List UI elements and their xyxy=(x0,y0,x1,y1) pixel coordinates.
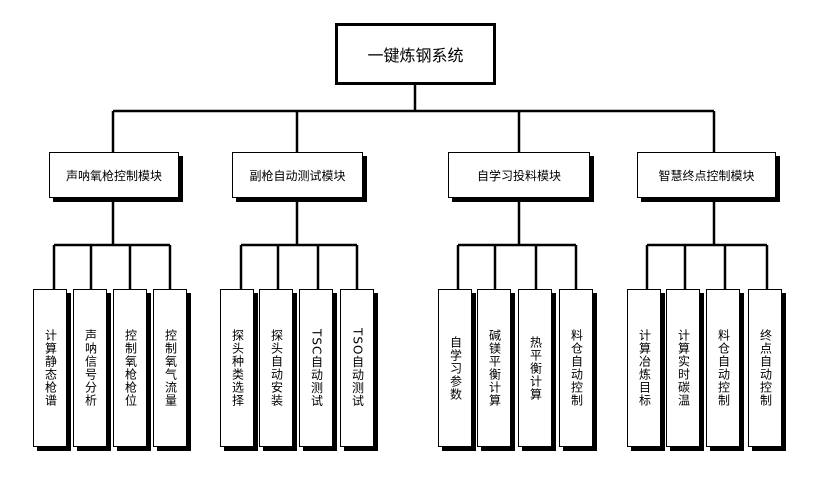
leaf-label: 碱镁平衡计算 xyxy=(487,329,502,407)
leaf-box: 探头自动安装 xyxy=(259,289,293,447)
leaf-label: TSC自动测试 xyxy=(309,328,324,408)
leaf-label: 计算实时碳温 xyxy=(676,329,691,407)
leaf-box: 计算静态枪谱 xyxy=(33,289,67,447)
module-label: 声呐氧枪控制模块 xyxy=(65,168,162,183)
leaf-label: 探头种类选择 xyxy=(230,329,245,407)
leaf-label: 探头自动安装 xyxy=(269,329,284,407)
leaf-box: 碱镁平衡计算 xyxy=(477,289,511,447)
module-label: 自学习投料模块 xyxy=(476,168,561,183)
leaf-label: 声呐信号分析 xyxy=(83,329,98,407)
leaf-label: 料仓自动控制 xyxy=(716,329,731,407)
leaf-box: TSO自动测试 xyxy=(340,289,374,447)
leaf-box: 声呐信号分析 xyxy=(73,289,107,447)
leaf-box: 自学习参数 xyxy=(438,289,472,447)
module-sonar-oxygen-lance: 声呐氧枪控制模块 xyxy=(49,152,179,198)
leaf-box: 计算冶炼目标 xyxy=(627,289,661,447)
module-smart-endpoint-control: 智慧终点控制模块 xyxy=(637,152,776,198)
leaf-box: 控制氧气流量 xyxy=(153,289,187,447)
leaf-box: 探头种类选择 xyxy=(220,289,254,447)
leaf-box: 热平衡计算 xyxy=(518,289,552,447)
leaf-box: 终点自动控制 xyxy=(748,289,782,447)
leaf-label: 控制氧枪枪位 xyxy=(123,329,138,407)
module-sub-lance-auto-test: 副枪自动测试模块 xyxy=(232,152,363,198)
leaf-box: 料仓自动控制 xyxy=(559,289,593,447)
module-self-learning-feeding: 自学习投料模块 xyxy=(448,152,590,198)
leaf-label: TSO自动测试 xyxy=(350,328,365,408)
leaf-label: 计算静态枪谱 xyxy=(43,329,58,407)
leaf-box: TSC自动测试 xyxy=(299,289,333,447)
leaf-label: 控制氧气流量 xyxy=(163,329,178,407)
module-label: 副枪自动测试模块 xyxy=(249,168,346,183)
leaf-label: 终点自动控制 xyxy=(758,329,773,407)
leaf-label: 计算冶炼目标 xyxy=(637,329,652,407)
leaf-box: 料仓自动控制 xyxy=(706,289,740,447)
root-label: 一键炼钢系统 xyxy=(367,46,464,65)
leaf-label: 料仓自动控制 xyxy=(569,329,584,407)
root-node: 一键炼钢系统 xyxy=(335,23,496,85)
leaf-label: 热平衡计算 xyxy=(528,335,543,401)
leaf-label: 自学习参数 xyxy=(448,335,463,401)
module-label: 智慧终点控制模块 xyxy=(658,168,755,183)
leaf-box: 计算实时碳温 xyxy=(666,289,700,447)
leaf-box: 控制氧枪枪位 xyxy=(113,289,147,447)
